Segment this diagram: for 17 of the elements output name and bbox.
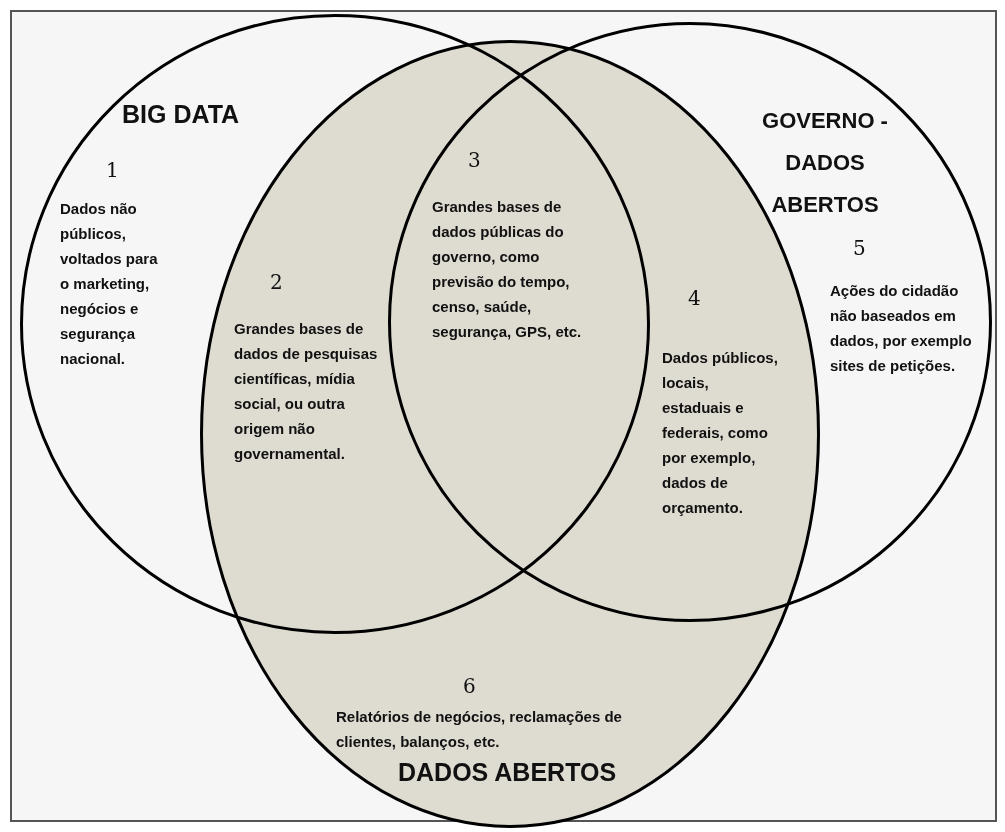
region-description: Grandes bases de dados de pesquisas científicas, mídia social, ou outra origem não governamental. bbox=[234, 319, 379, 464]
region-number: 1 bbox=[106, 158, 120, 182]
region-description: Relatórios de negócios, reclamações de clientes, balanços, etc. bbox=[336, 707, 623, 752]
region-description: Dados públicos, locais, estaduais e federais, como por exemplo, dados de orçamento. bbox=[662, 348, 779, 518]
set-title: DADOS ABERTOS bbox=[398, 758, 618, 786]
region-number: 2 bbox=[270, 270, 284, 294]
region-number: 3 bbox=[468, 148, 482, 172]
set-title: BIG DATA bbox=[122, 100, 241, 128]
region-number: 5 bbox=[853, 236, 867, 260]
region-description: Ações do cidadão não baseados em dados, por exemplo sites de petições. bbox=[830, 281, 973, 376]
region-description: Dados não públicos, voltados para o marketing, negócios e segurança nacional. bbox=[60, 199, 159, 369]
region-number: 6 bbox=[463, 674, 477, 698]
venn-circle bbox=[388, 22, 992, 622]
venn-circle bbox=[20, 14, 650, 634]
set-title: GOVERNO - DADOS ABERTOS bbox=[761, 107, 889, 219]
region-number: 4 bbox=[688, 286, 702, 310]
region-description: Grandes bases de dados públicas do governo, como previsão do tempo, censo, saúde, segurança, GPS, etc. bbox=[432, 197, 583, 342]
